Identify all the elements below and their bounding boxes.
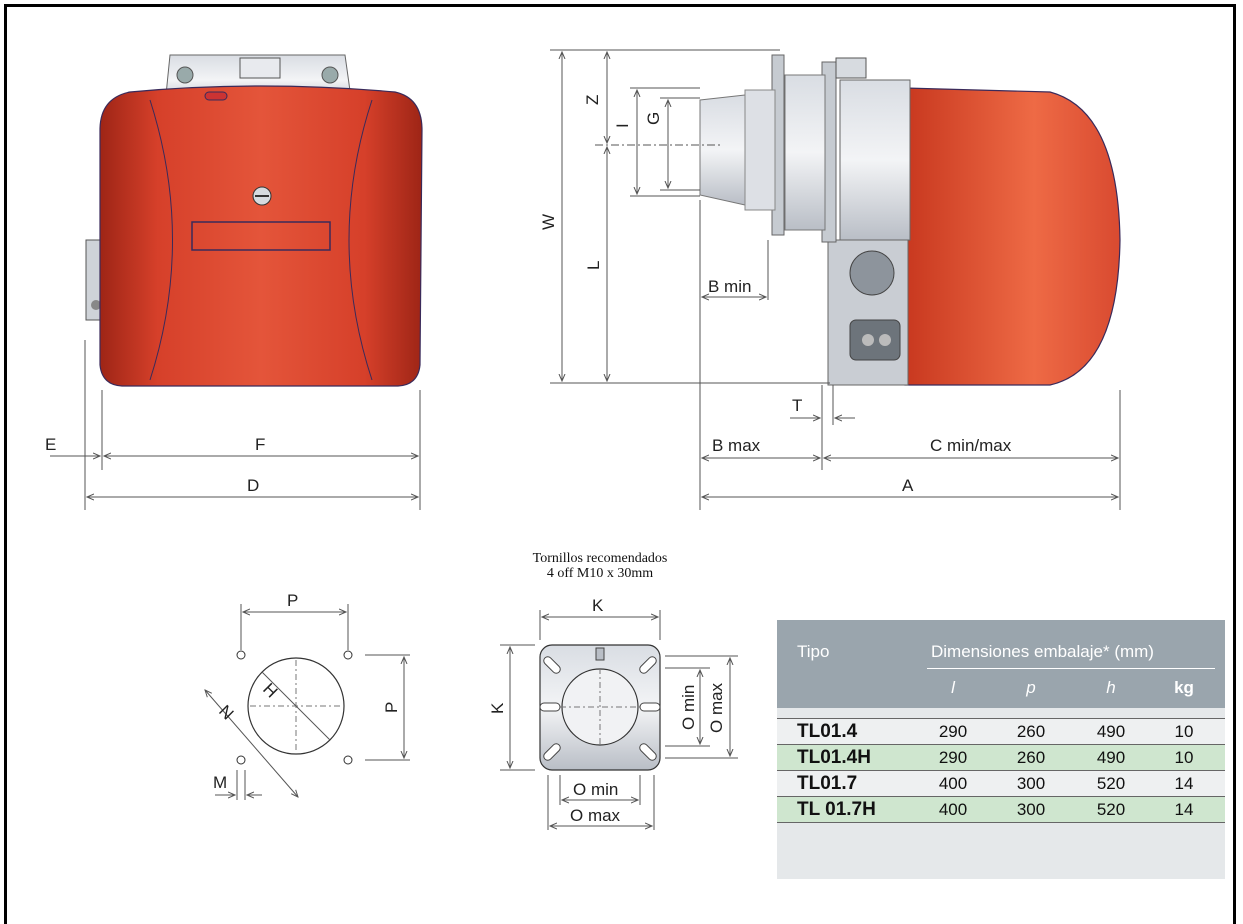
table-row: TL01.4 290 260 490 10 [777, 718, 1225, 744]
dim-label-k-top: K [592, 596, 604, 615]
row-h: 490 [1096, 748, 1126, 767]
dim-label-p-side: P [382, 702, 401, 713]
dim-label-c-min-max: C min/max [930, 436, 1012, 455]
note-line-1: Tornillos recomendados [532, 551, 668, 566]
row-l: 400 [938, 774, 968, 793]
row-p: 260 [1016, 748, 1046, 767]
dim-label-b-min: B min [708, 277, 751, 296]
row-kg: 10 [1174, 748, 1194, 767]
dim-label-l: L [584, 261, 603, 270]
dim-label-w: W [539, 214, 558, 230]
table-header: Tipo Dimensiones embalaje* (mm) l p h kg [777, 620, 1225, 708]
row-p: 300 [1016, 774, 1046, 793]
row-model: TL 01.7H [797, 799, 876, 820]
dim-label-f: F [255, 435, 265, 454]
dim-label-z: Z [583, 95, 602, 105]
dim-label-o-min-bottom: O min [573, 780, 618, 799]
dim-label-p-top: P [287, 591, 298, 610]
dim-label-m: M [213, 773, 227, 792]
dim-label-b-max: B max [712, 436, 761, 455]
packaging-dimensions-table: Tipo Dimensiones embalaje* (mm) l p h kg… [777, 620, 1225, 879]
dim-label-o-max-bottom: O max [570, 806, 621, 825]
dim-label-h: H [259, 679, 281, 701]
flange-plate [500, 610, 738, 830]
row-model: TL01.4H [797, 747, 871, 768]
side-view-dimensions [550, 49, 1121, 510]
sub-header-kg: kg [1174, 678, 1194, 697]
row-l: 290 [938, 748, 968, 767]
sub-header-h: h [1106, 678, 1116, 697]
front-view-burner [85, 54, 423, 387]
table-row: TL 01.7H 400 300 520 14 [777, 796, 1225, 823]
row-kg: 14 [1174, 800, 1194, 819]
bolt-recommendation-note: Tornillos recomendados 4 off M10 x 30mm [470, 551, 730, 581]
row-p: 300 [1016, 800, 1046, 819]
side-view-burner [699, 54, 1121, 386]
dim-label-a: A [902, 476, 914, 495]
table-row: TL01.4H 290 260 490 10 [777, 744, 1225, 770]
row-l: 290 [938, 722, 968, 741]
sub-header-p: p [1026, 678, 1036, 697]
row-model: TL01.7 [797, 773, 858, 794]
front-view-dimensions [50, 340, 421, 510]
dim-label-i: I [613, 123, 632, 128]
drawing-frame [4, 4, 1236, 924]
row-h: 490 [1096, 722, 1126, 741]
row-kg: 10 [1174, 722, 1194, 741]
header-divider [927, 668, 1215, 669]
dim-label-d: D [247, 476, 259, 495]
note-line-2: 4 off M10 x 30mm [546, 566, 654, 581]
row-l: 400 [938, 800, 968, 819]
row-p: 260 [1016, 722, 1046, 741]
flange-hole-pattern [205, 604, 410, 800]
dim-label-k-side: K [488, 702, 507, 714]
dim-label-t: T [792, 396, 802, 415]
row-h: 520 [1096, 800, 1126, 819]
dim-label-o-max-right: O max [707, 682, 726, 733]
table-row: TL01.7 400 300 520 14 [777, 770, 1225, 796]
row-model: TL01.4 [797, 721, 858, 742]
dim-label-e: E [45, 435, 56, 454]
row-h: 520 [1096, 774, 1126, 793]
row-kg: 14 [1174, 774, 1194, 793]
sub-header-l: l [951, 678, 955, 697]
col-header-tipo: Tipo [797, 642, 830, 661]
col-header-dimensions: Dimensiones embalaje* (mm) [931, 642, 1154, 661]
dim-label-o-min-right: O min [679, 685, 698, 730]
dim-label-n: N [215, 701, 237, 723]
dim-label-g: G [644, 112, 663, 125]
